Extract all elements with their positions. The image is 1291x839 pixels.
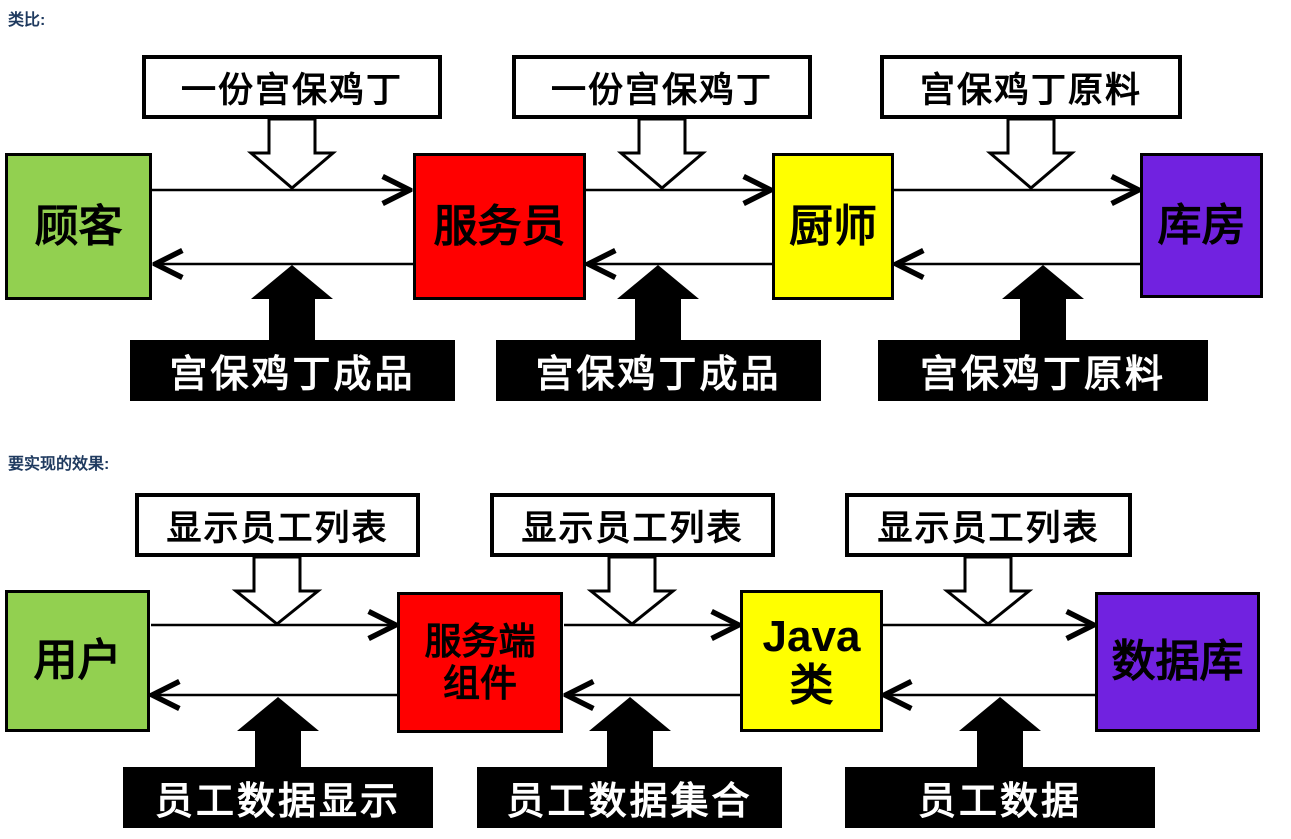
node-java-class: Java 类: [740, 590, 883, 732]
node-database: 数据库: [1095, 592, 1260, 732]
response-label-box: 宫保鸡丁成品: [130, 340, 455, 401]
request-label-box: 宫保鸡丁原料: [880, 55, 1182, 119]
down-block-arrow-icon: [586, 555, 678, 626]
node-user: 用户: [5, 590, 150, 732]
down-block-arrow-icon: [985, 117, 1077, 190]
response-label-box: 宫保鸡丁成品: [496, 340, 821, 401]
request-label-box: 一份宫保鸡丁: [512, 55, 812, 119]
up-block-arrow-icon: [959, 697, 1041, 768]
section-title-analogy: 类比:: [8, 12, 46, 29]
request-label-box: 显示员工列表: [845, 493, 1132, 557]
node-storeroom: 库房: [1140, 153, 1263, 298]
up-block-arrow-icon: [589, 697, 671, 768]
up-block-arrow-icon: [617, 265, 699, 341]
down-block-arrow-icon: [246, 117, 338, 190]
down-block-arrow-icon: [942, 555, 1034, 626]
node-chef: 厨师: [772, 153, 894, 300]
request-label-box: 显示员工列表: [135, 493, 420, 557]
node-customer: 顾客: [5, 153, 152, 300]
response-label-box: 员工数据显示: [123, 767, 433, 828]
node-waiter: 服务员: [413, 153, 586, 300]
node-server-component: 服务端 组件: [397, 592, 563, 733]
down-block-arrow-icon: [616, 117, 708, 190]
request-label-box: 显示员工列表: [490, 493, 775, 557]
up-block-arrow-icon: [1002, 265, 1084, 341]
response-label-box: 员工数据集合: [477, 767, 782, 828]
response-label-box: 员工数据: [845, 767, 1155, 828]
section-title-implementation: 要实现的效果:: [8, 456, 110, 473]
request-label-box: 一份宫保鸡丁: [142, 55, 442, 119]
down-block-arrow-icon: [231, 555, 323, 626]
up-block-arrow-icon: [251, 265, 333, 341]
response-label-box: 宫保鸡丁原料: [878, 340, 1208, 401]
up-block-arrow-icon: [237, 697, 319, 768]
